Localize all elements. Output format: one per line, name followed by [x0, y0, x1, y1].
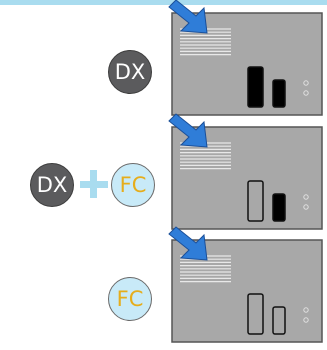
fc-circle-row-2: FC [111, 163, 155, 207]
slot-tall-2 [247, 180, 264, 222]
led-icon [303, 194, 309, 200]
arrow-icon [168, 0, 208, 34]
led-icon [303, 307, 309, 313]
led-icon [303, 317, 309, 323]
slot-short-3 [272, 306, 286, 335]
vent-icon [180, 142, 231, 170]
slot-tall-1 [247, 66, 264, 108]
dx-circle-row-2: DX [30, 163, 74, 207]
led-icon [303, 80, 309, 86]
arrow-icon [168, 113, 208, 148]
slot-tall-3 [247, 293, 264, 335]
slot-short-2 [272, 193, 286, 222]
arrow-icon [168, 226, 208, 261]
plus-icon [76, 166, 112, 202]
dx-circle-row-1: DX [108, 50, 152, 94]
slot-short-1 [272, 79, 286, 108]
fc-circle-row-3: FC [108, 277, 152, 321]
top-accent-bar [0, 0, 327, 5]
led-icon [303, 204, 309, 210]
led-icon [303, 90, 309, 96]
